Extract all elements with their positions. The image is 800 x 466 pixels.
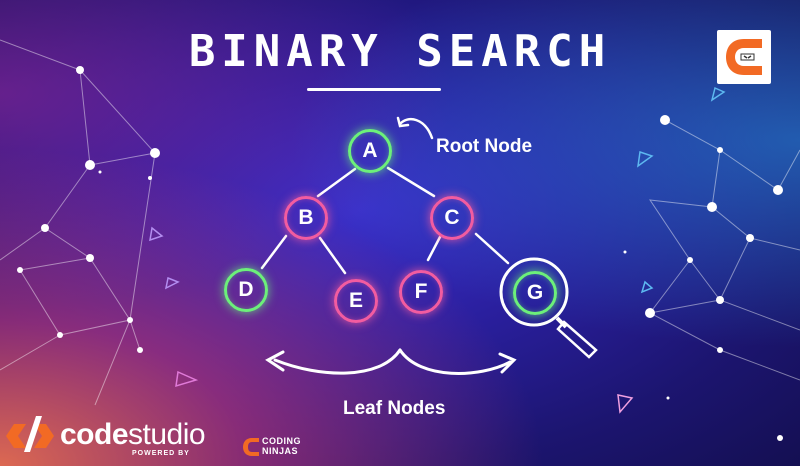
leaf-arrow-left (273, 348, 402, 375)
leaf-nodes-label: Leaf Nodes (343, 398, 446, 419)
title-underline (307, 88, 441, 91)
node-label: G (526, 281, 544, 304)
node-label: F (414, 280, 428, 303)
leaf-arrow-left-head (265, 350, 285, 372)
root-arrow (398, 117, 434, 140)
edge-A-B (316, 167, 357, 198)
powered-by-text: POWERED BY (132, 450, 190, 457)
tree-node-E: E (334, 279, 378, 323)
coding-ninjas-logo-icon (717, 30, 771, 84)
root-arrow-head (396, 116, 410, 128)
coding-ninjas-text: CODING NINJAS (262, 436, 301, 456)
leaf-arrow-right-head (498, 352, 517, 374)
tree-node-B: B (284, 196, 328, 240)
edge-C-G (474, 232, 510, 265)
brand-name-bold: code (60, 418, 129, 451)
codestudio-brand: codestudio (60, 418, 206, 452)
tree-node-F: F (399, 270, 443, 314)
coding-ninjas-line2: NINJAS (262, 446, 299, 456)
tree-node-D: D (224, 268, 268, 312)
tree-node-G: G (513, 271, 557, 315)
leaf-arrow-right (398, 348, 512, 375)
node-label: B (298, 206, 314, 229)
brand-name-light: studio (128, 418, 206, 451)
node-label: D (238, 278, 254, 301)
tree-node-A: A (348, 129, 392, 173)
node-label: E (348, 289, 363, 312)
tree-node-C: C (430, 196, 474, 240)
node-label: A (362, 139, 378, 162)
search-magnifier-icon (499, 257, 598, 359)
page-title: BINARY SEARCH (188, 26, 612, 77)
coding-ninjas-line1: CODING (262, 436, 301, 446)
edge-B-D (260, 234, 288, 270)
edge-A-C (386, 166, 436, 198)
edge-C-F (426, 235, 442, 262)
edge-B-E (318, 236, 347, 275)
root-node-label: Root Node (436, 136, 533, 157)
node-label: C (444, 206, 460, 229)
